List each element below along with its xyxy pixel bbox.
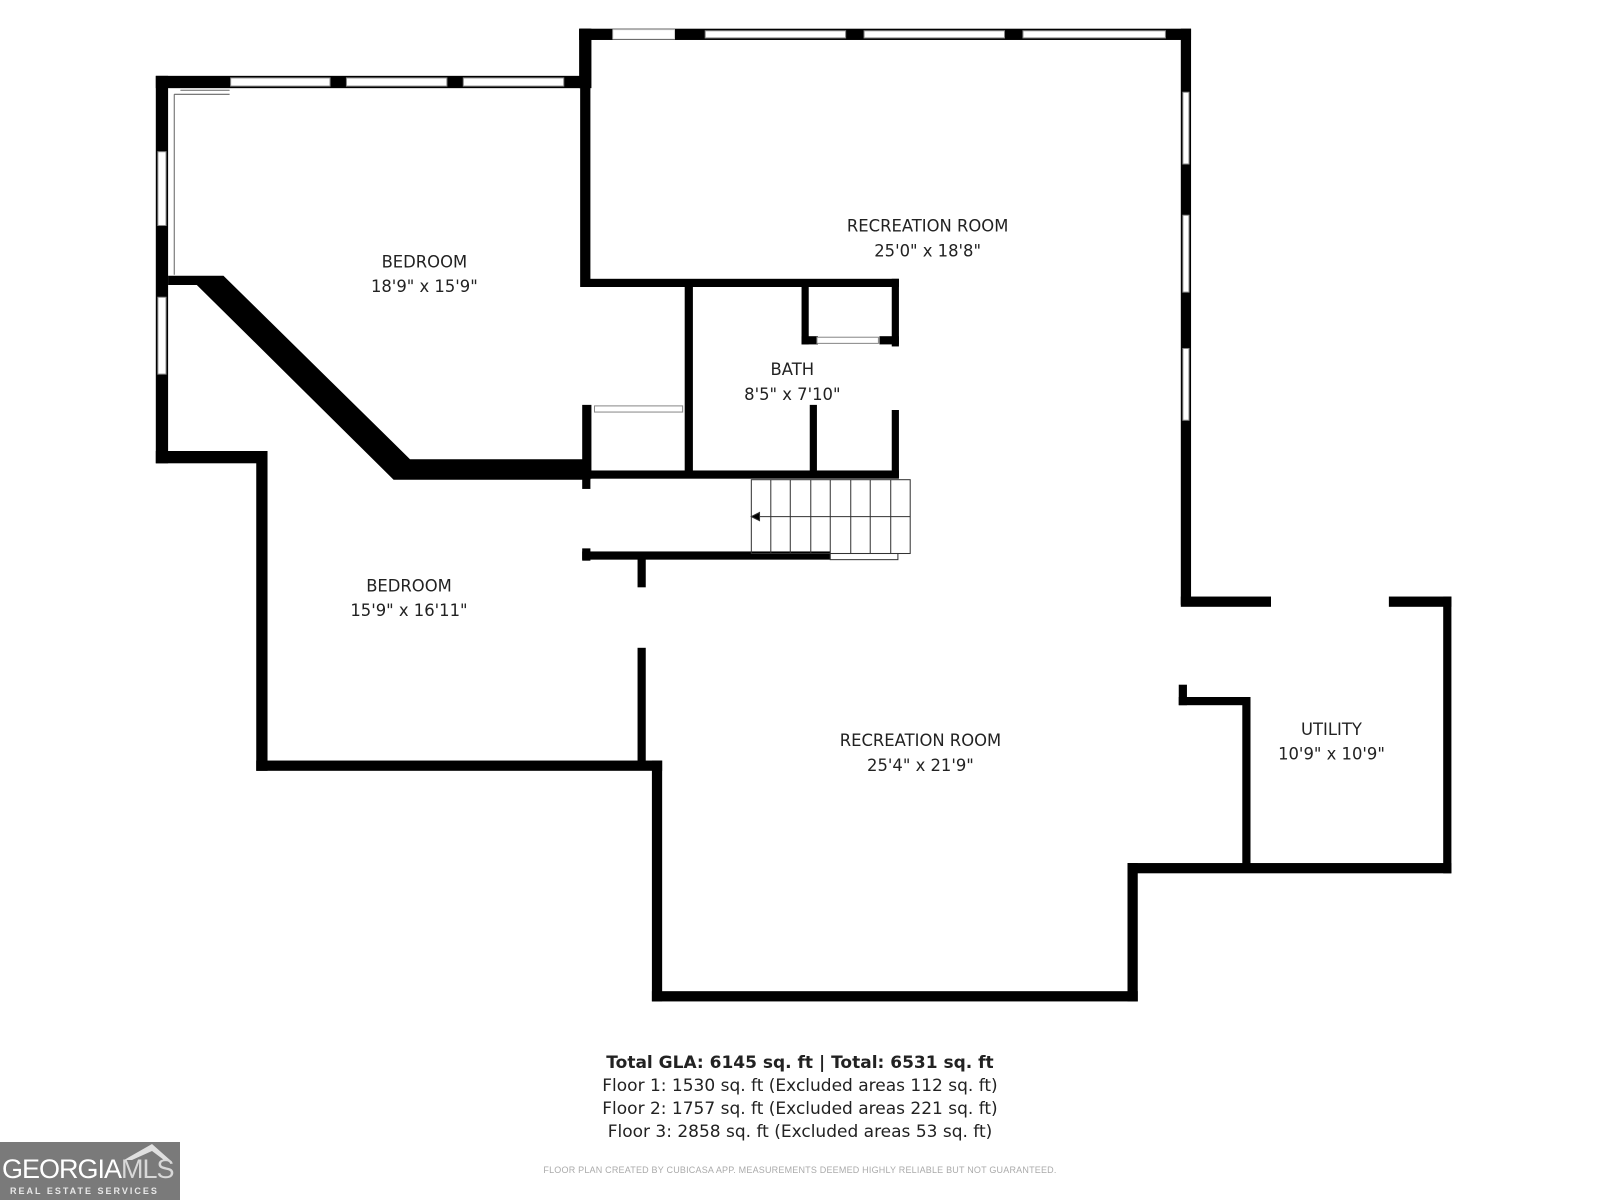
floor-area: Floor 1: 1530 sq. ft (Excluded areas 112… xyxy=(602,1076,998,1096)
room-name: BEDROOM xyxy=(382,253,468,272)
room-labels: BEDROOM 18'9" x 15'9" RECREATION ROOM 25… xyxy=(350,217,1385,775)
room-name: BEDROOM xyxy=(366,576,452,595)
room-dimensions: 25'0" x 18'8" xyxy=(874,241,981,260)
stairs xyxy=(750,479,911,561)
room-dimensions: 25'4" x 21'9" xyxy=(867,756,974,775)
room-dimensions: 15'9" x 16'11" xyxy=(350,601,467,620)
georgia-mls-logo: GEORGIAMLS REAL ESTATE SERVICES xyxy=(0,1142,180,1200)
room-dimensions: 18'9" x 15'9" xyxy=(371,277,478,296)
total-area: Total GLA: 6145 sq. ft | Total: 6531 sq.… xyxy=(606,1053,994,1073)
room-dimensions: 10'9" x 10'9" xyxy=(1278,745,1385,764)
room-name: RECREATION ROOM xyxy=(840,731,1001,750)
room-name: UTILITY xyxy=(1301,720,1363,739)
room-name: BATH xyxy=(771,360,815,379)
roof-icon xyxy=(124,1144,170,1160)
floor-area: Floor 2: 1757 sq. ft (Excluded areas 221… xyxy=(602,1099,998,1119)
walls xyxy=(155,28,1452,1002)
disclaimer: FLOOR PLAN CREATED BY CUBICASA APP. MEAS… xyxy=(543,1165,1057,1175)
room-name: RECREATION ROOM xyxy=(847,217,1008,236)
room-dimensions: 8'5" x 7'10" xyxy=(744,385,840,404)
area-summary: Total GLA: 6145 sq. ft | Total: 6531 sq.… xyxy=(0,1052,1600,1144)
floor-area: Floor 3: 2858 sq. ft (Excluded areas 53 … xyxy=(607,1122,993,1142)
windows xyxy=(157,29,1190,421)
